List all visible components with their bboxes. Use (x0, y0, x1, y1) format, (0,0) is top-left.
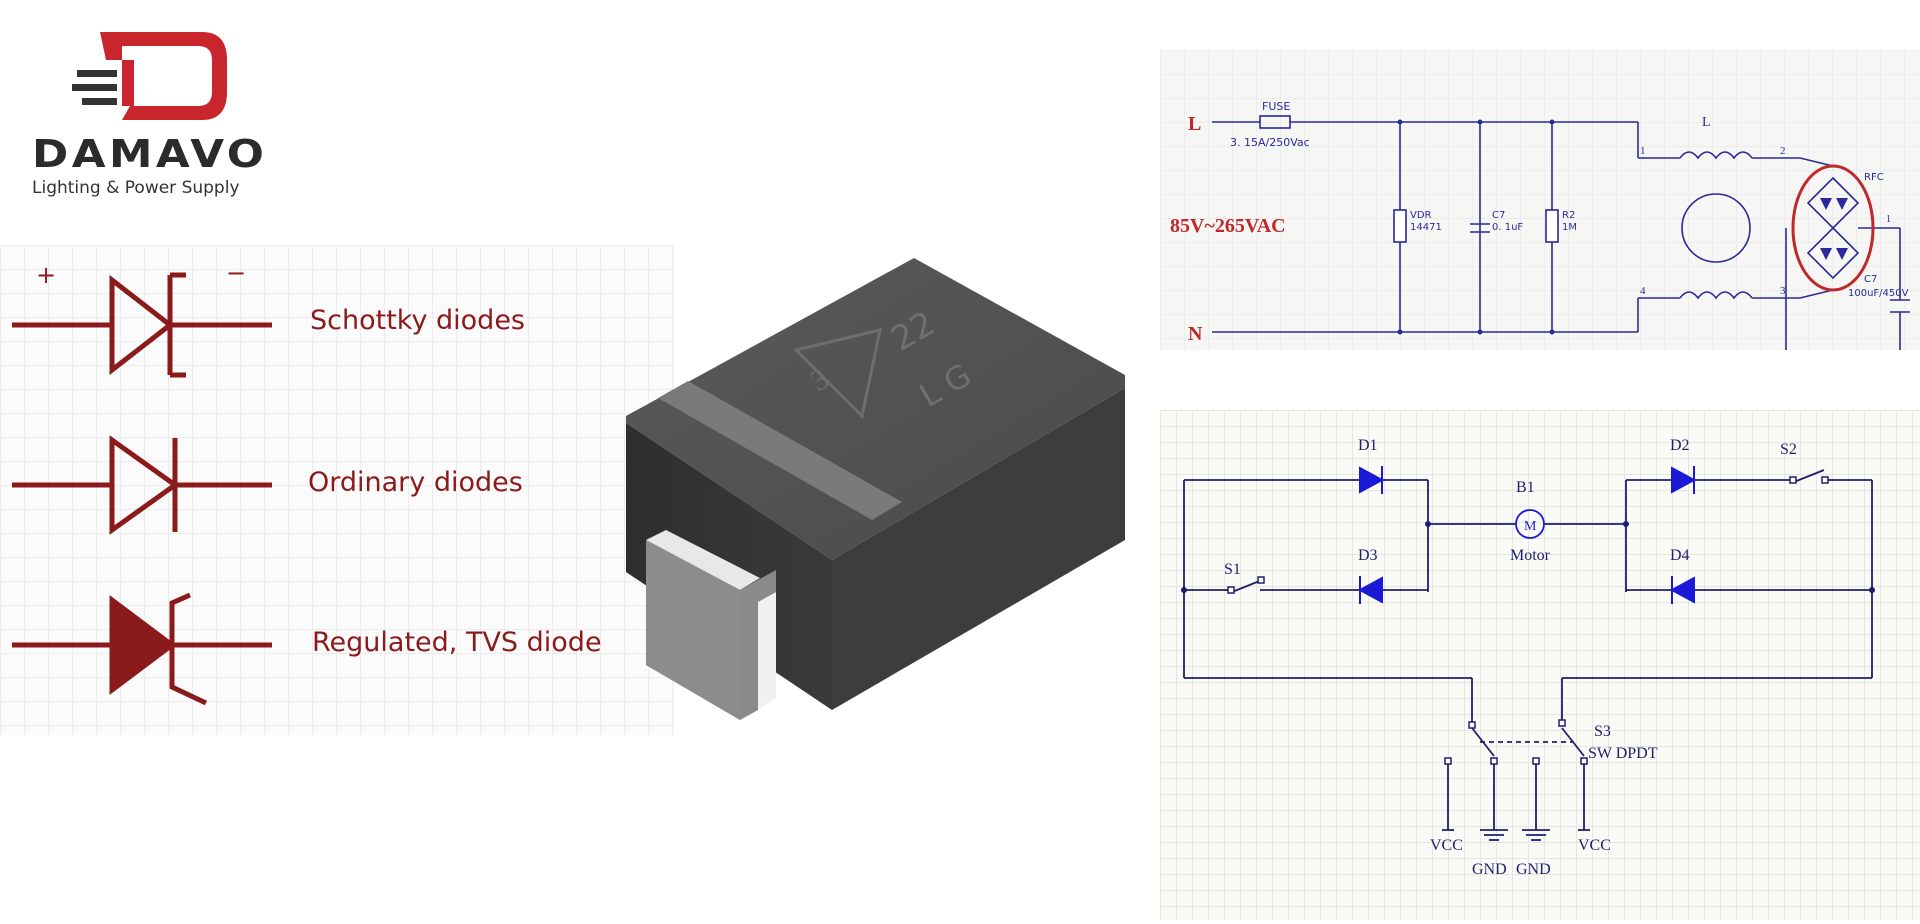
r2-value: 1M (1562, 222, 1577, 233)
pin-1: 1 (1640, 145, 1646, 157)
b1-label: B1 (1516, 479, 1535, 496)
pin-3: 3 (1780, 285, 1786, 297)
component-logo-mark (793, 327, 882, 420)
pin-2: 2 (1780, 145, 1786, 157)
ordinary-label: Ordinary diodes (308, 467, 523, 498)
cap-value: 100uF/450V (1848, 288, 1909, 299)
r2-name: R2 (1562, 210, 1575, 221)
c7-value: 0. 1uF (1492, 222, 1523, 233)
d2-diode-icon (1671, 466, 1697, 494)
diode-symbols-svg (12, 272, 272, 706)
logo-d-icon (72, 32, 227, 120)
minus-sign: − (226, 259, 247, 287)
s2-label: S2 (1780, 441, 1797, 458)
d3-diode-icon (1357, 576, 1383, 604)
fuse-label: FUSE (1262, 100, 1290, 113)
power-circuit-panel: L N 85V~265VAC FUSE 3. 15A/250Vac VDR 14… (1160, 50, 1920, 350)
schottky-label: Schottky diodes (310, 305, 525, 336)
line-N-label: N (1188, 323, 1203, 345)
s3-type-label: SW DPDT (1588, 745, 1658, 762)
motor-label: Motor (1510, 547, 1551, 564)
s1-label: S1 (1224, 561, 1241, 578)
bridge-highlight-ring (1791, 164, 1875, 292)
vcc-left-label: VCC (1430, 837, 1463, 854)
inductor-label: L (1702, 115, 1711, 130)
motor-circuit-svg: D1 D2 D3 D4 S1 S2 S3 SW DPDT B1 M Motor … (1181, 437, 1875, 878)
power-circuit-svg: L N 85V~265VAC FUSE 3. 15A/250Vac VDR 14… (1170, 100, 1910, 350)
s3-label: S3 (1594, 723, 1611, 740)
bridge-label: RFC (1864, 172, 1884, 183)
gnd-right-label: GND (1516, 861, 1551, 878)
d2-label: D2 (1670, 437, 1690, 454)
cap-name: C7 (1864, 274, 1877, 285)
d1-diode-icon (1359, 466, 1385, 494)
motor-symbol: M (1524, 519, 1537, 534)
d4-label: D4 (1670, 547, 1690, 564)
d1-label: D1 (1358, 437, 1378, 454)
voltage-range-label: 85V~265VAC (1170, 215, 1286, 237)
schottky-diode-symbol (12, 272, 272, 378)
d3-label: D3 (1358, 547, 1378, 564)
fuse-rating: 3. 15A/250Vac (1230, 136, 1310, 149)
pin-4: 4 (1640, 285, 1646, 297)
tvs-diode-symbol (12, 592, 272, 706)
gnd-left-label: GND (1472, 861, 1507, 878)
ordinary-diode-symbol (12, 435, 272, 535)
brand-tagline: Lighting & Power Supply (32, 178, 240, 198)
c7-name: C7 (1492, 210, 1505, 221)
brand-name: DAMAVO (32, 132, 268, 176)
vcc-right-label: VCC (1578, 837, 1611, 854)
d4-diode-icon (1669, 576, 1695, 604)
tvs-label: Regulated, TVS diode (312, 627, 602, 658)
line-L-label: L (1188, 113, 1201, 135)
smd-diode-component: 3 22 LG (626, 258, 1125, 720)
logo: DAMAVO Lighting & Power Supply (22, 20, 282, 205)
diode-symbols-panel: + − Schottky diodes Ordinary diodes Regu… (0, 245, 675, 735)
bridge-pin: 1 (1886, 214, 1891, 225)
motor-circuit-panel: D1 D2 D3 D4 S1 S2 S3 SW DPDT B1 M Motor … (1160, 410, 1920, 920)
vdr-name: VDR (1410, 210, 1432, 221)
plus-sign: + (36, 261, 57, 289)
vdr-value: 14471 (1410, 222, 1442, 233)
